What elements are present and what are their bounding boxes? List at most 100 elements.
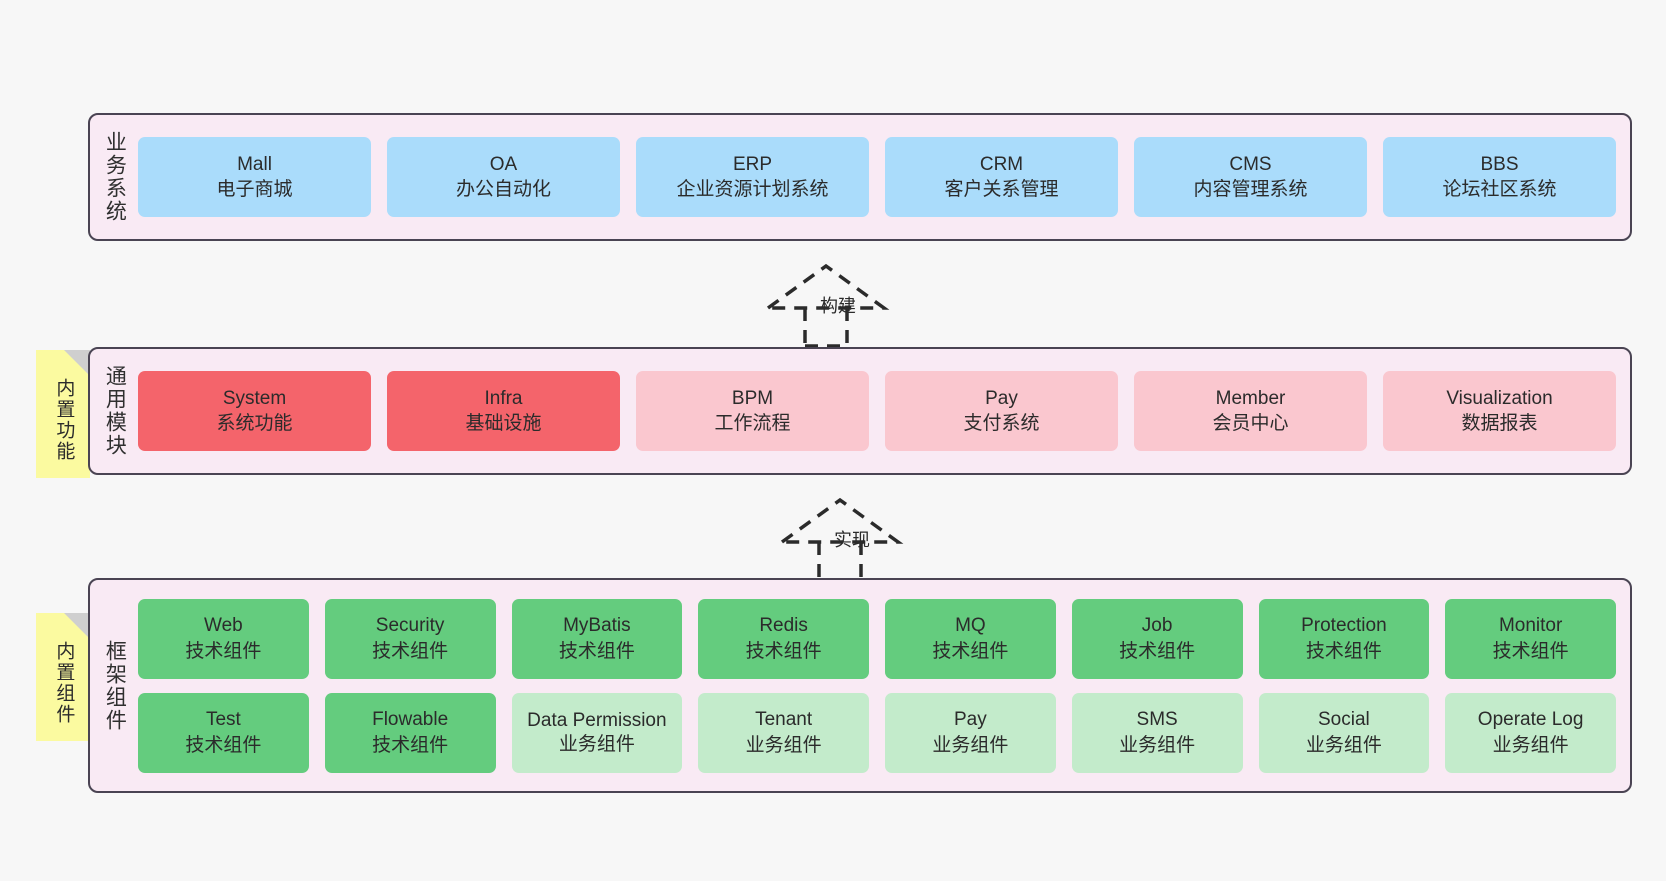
card-subtitle: 支付系统 (963, 413, 1040, 434)
connector-build: 构建 (758, 258, 908, 348)
card-title: Visualization (1446, 387, 1553, 409)
card-visualization[interactable]: Visualization 数据报表 (1383, 371, 1616, 451)
card-pay[interactable]: Pay 支付系统 (885, 371, 1118, 451)
card-monitor[interactable]: Monitor 技术组件 (1445, 598, 1616, 679)
card-title: Operate Log (1477, 709, 1584, 731)
connector-implement: 实现 (772, 492, 922, 582)
card-subtitle: 技术组件 (185, 640, 262, 662)
card-row: Mall 电子商城 OA 办公自动化 ERP 企业资源计划系统 CRM 客户关系… (138, 137, 1616, 217)
layer-framework-component[interactable]: 框架组件 Web 技术组件 Security 技术组件 MyBatis 技术组件… (88, 578, 1632, 793)
layer-common-module[interactable]: 通用模块 System 系统功能 Infra 基础设施 BPM 工作流程 Pay… (88, 347, 1632, 475)
generalization-arrowhead (762, 263, 890, 310)
card-protection[interactable]: Protection 技术组件 (1258, 598, 1430, 679)
card-title: Redis (759, 615, 808, 637)
card-flowable[interactable]: Flowable 技术组件 (324, 692, 496, 773)
generalization-arrowhead (776, 497, 904, 544)
card-title: Data Permission (527, 710, 667, 732)
card-title: Pay (985, 387, 1018, 409)
layer-title-common-module: 通用模块 (103, 365, 127, 457)
card-tenant[interactable]: Tenant 业务组件 (698, 692, 869, 773)
note-label: 内置组件 (53, 641, 75, 725)
card-subtitle: 技术组件 (558, 640, 635, 662)
card-row: Web 技术组件 Security 技术组件 MyBatis 技术组件 Redi… (138, 598, 1616, 679)
connector-label-implement: 实现 (834, 530, 870, 550)
card-subtitle: 技术组件 (1119, 640, 1196, 662)
card-data-permission[interactable]: Data Permission 业务组件 (511, 692, 683, 773)
card-mq[interactable]: MQ 技术组件 (885, 598, 1056, 679)
card-redis[interactable]: Redis 技术组件 (698, 598, 869, 679)
card-row: Test 技术组件 Flowable 技术组件 Data Permission … (138, 692, 1616, 773)
card-erp[interactable]: ERP 企业资源计划系统 (636, 137, 869, 217)
card-bbs[interactable]: BBS 论坛社区系统 (1383, 137, 1616, 217)
card-infra[interactable]: Infra 基础设施 (387, 371, 620, 451)
note-fold-corner (64, 613, 90, 639)
card-cms[interactable]: CMS 内容管理系统 (1134, 137, 1367, 217)
note-label: 内置功能 (53, 378, 75, 462)
card-subtitle: 技术组件 (932, 640, 1009, 662)
note-builtin-function: 内置功能 (36, 350, 90, 478)
card-subtitle: 业务组件 (558, 733, 635, 755)
card-security[interactable]: Security 技术组件 (324, 598, 496, 679)
card-operate-log[interactable]: Operate Log 业务组件 (1445, 692, 1616, 773)
layer-body-framework-component: Web 技术组件 Security 技术组件 MyBatis 技术组件 Redi… (138, 580, 1630, 791)
card-title: Monitor (1498, 615, 1563, 637)
card-mybatis[interactable]: MyBatis 技术组件 (511, 598, 683, 679)
card-web[interactable]: Web 技术组件 (138, 598, 309, 679)
card-title: Mall (237, 153, 272, 175)
card-mall[interactable]: Mall 电子商城 (138, 137, 371, 217)
layer-body-business-system: Mall 电子商城 OA 办公自动化 ERP 企业资源计划系统 CRM 客户关系… (138, 115, 1630, 239)
card-subtitle: 技术组件 (1305, 640, 1382, 662)
card-pay-business[interactable]: Pay 业务组件 (885, 692, 1056, 773)
card-title: Infra (484, 387, 523, 409)
card-sms[interactable]: SMS 业务组件 (1071, 692, 1243, 773)
card-title: ERP (732, 153, 773, 175)
card-row: System 系统功能 Infra 基础设施 BPM 工作流程 Pay 支付系统… (138, 371, 1616, 451)
card-bpm[interactable]: BPM 工作流程 (636, 371, 869, 451)
card-social[interactable]: Social 业务组件 (1258, 692, 1430, 773)
card-subtitle: 技术组件 (185, 734, 262, 756)
card-subtitle: 技术组件 (372, 640, 449, 662)
card-subtitle: 论坛社区系统 (1442, 179, 1557, 200)
card-title: MyBatis (563, 615, 631, 637)
note-builtin-component: 内置组件 (36, 613, 90, 741)
layer-title-framework-component: 框架组件 (103, 639, 127, 732)
card-subtitle: 业务组件 (1492, 734, 1569, 756)
note-fold-corner (64, 350, 90, 376)
card-subtitle: 基础设施 (465, 413, 542, 434)
card-title: Tenant (755, 709, 813, 731)
card-oa[interactable]: OA 办公自动化 (387, 137, 620, 217)
card-subtitle: 客户关系管理 (944, 179, 1059, 200)
card-job[interactable]: Job 技术组件 (1071, 598, 1243, 679)
card-title: OA (489, 153, 518, 175)
card-subtitle: 企业资源计划系统 (676, 179, 829, 200)
card-subtitle: 工作流程 (714, 413, 791, 434)
card-title: Flowable (372, 709, 449, 731)
card-subtitle: 业务组件 (932, 734, 1009, 756)
card-subtitle: 技术组件 (1492, 640, 1569, 662)
card-subtitle: 业务组件 (745, 734, 822, 756)
layer-body-common-module: System 系统功能 Infra 基础设施 BPM 工作流程 Pay 支付系统… (138, 349, 1630, 473)
layer-business-system[interactable]: 业务系统 Mall 电子商城 OA 办公自动化 ERP 企业资源计划系统 CRM… (88, 113, 1632, 241)
card-title: Member (1215, 387, 1286, 409)
card-title: Pay (954, 709, 987, 731)
card-subtitle: 内容管理系统 (1193, 179, 1308, 200)
card-title: Job (1141, 615, 1173, 637)
card-title: System (222, 387, 287, 409)
card-subtitle: 会员中心 (1212, 413, 1289, 434)
card-system[interactable]: System 系统功能 (138, 371, 371, 451)
connector-label-build: 构建 (820, 296, 856, 316)
card-title: CMS (1229, 153, 1272, 175)
card-subtitle: 数据报表 (1461, 413, 1538, 434)
card-crm[interactable]: CRM 客户关系管理 (885, 137, 1118, 217)
card-test[interactable]: Test 技术组件 (138, 692, 309, 773)
card-title: Security (375, 615, 445, 637)
card-title: Protection (1301, 615, 1387, 637)
card-member[interactable]: Member 会员中心 (1134, 371, 1367, 451)
card-title: Test (205, 709, 241, 731)
card-title: Web (204, 615, 243, 637)
card-title: SMS (1136, 709, 1178, 731)
card-subtitle: 业务组件 (1305, 734, 1382, 756)
card-subtitle: 电子商城 (216, 179, 293, 200)
card-title: Social (1318, 709, 1370, 731)
